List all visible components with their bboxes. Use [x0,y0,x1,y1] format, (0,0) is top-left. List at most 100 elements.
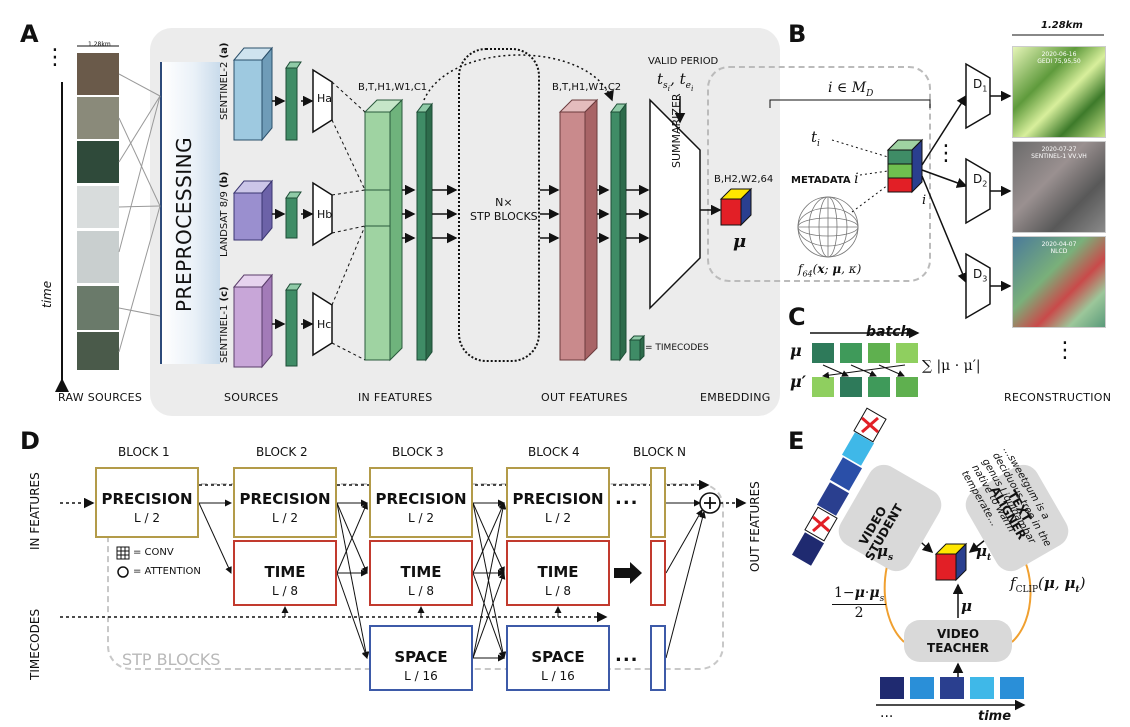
decoder-label-1: D1 [973,77,988,94]
legend-attention-icon [117,566,129,578]
source-cube-sentinel2 [232,46,274,142]
masked-frame-icon [812,407,887,533]
mu-prime-batch-squares [812,377,918,397]
block-header-3: BLOCK 3 [392,445,444,459]
raw-thumbnail-fill [77,231,119,283]
preprocessing-bar [160,62,220,364]
raw-thumbnail-fill [77,186,119,228]
raw-sources-caption: RAW SOURCES [58,391,143,404]
in-dims-label: B,T,H1,W1,C1 [358,82,428,93]
timecode-bars-small [285,61,302,367]
time-block-arrow-icon [614,562,642,584]
timecode-injection-arrows [281,606,562,617]
valid-period-label: VALID PERIOD [648,56,719,67]
teacher-input-frames [880,677,1024,699]
metadata-time-label: ti [811,128,820,149]
d-to-sum-arrows [665,499,706,659]
d-out-features-label: OUT FEATURES [748,481,762,572]
block-header-1: BLOCK 1 [118,445,170,459]
decoder-label-2: D2 [973,172,988,189]
in-to-stp-arrows [402,184,458,244]
mu-teacher-label: μ [961,597,972,615]
vertical-ellipsis-icon: ⋮ [44,45,66,70]
caption-sources: SOURCES [224,391,279,404]
panel-label-e: E [788,427,805,455]
video-teacher-box: VIDEO TEACHER [904,620,1012,662]
caption-out-features: OUT FEATURES [541,391,628,404]
ellipsis-space: ... [615,645,639,666]
in-timecode-bar [416,102,433,362]
panel-label-d: D [20,427,40,455]
source-label-landsat: LANDSAT 8/9 (b) [219,171,230,257]
timecodes-legend-icon [628,334,646,362]
panel-label-a: A [20,20,39,48]
decoder-label-3: D3 [973,267,988,284]
fclip-formula: fCLIP(μ, μt) [1010,574,1086,595]
out-dims-label: B,T,H1,W1,C2 [552,82,622,93]
summarizer-shape [649,98,701,310]
metadata-container [707,66,931,282]
embedding-cube [719,187,753,227]
sphere-icon [797,196,859,258]
e-center-cube [934,542,968,582]
metadata-to-decoder-arrows [921,94,968,284]
stp-to-out-arrows [540,184,560,244]
student-input-frames [791,432,875,566]
decoder-to-recon-arrows [990,90,1012,292]
embedding-mu-symbol: μ [733,231,747,252]
to-head-arrows [301,95,314,330]
source-arrows [272,95,286,330]
stp-blocks-label: N× STP BLOCKS [470,196,538,223]
head-label-a: Ha [317,92,333,105]
c-mu-label: μ [790,341,802,360]
decoders [965,62,991,320]
batch-label: batch [866,324,911,340]
raw-scale-label: 1.28km [88,41,111,48]
vertical-ellipsis-icon: ⋮ [935,141,957,166]
raw-thumbnail-fill [77,141,119,183]
source-cube-sentinel1 [232,273,274,369]
ellipsis-precision: ... [615,488,639,509]
e-ellipsis: ... [880,705,894,721]
precision-block-n [650,467,666,538]
raw-to-preprocess-lines [118,73,161,353]
raw-thumbnail-fill [77,332,119,370]
block-header-2: BLOCK 2 [256,445,308,459]
embedding-dims-label: B,H2,W2,64 [714,174,774,185]
raw-thumbnail-fill [77,97,119,139]
panel-label-b: B [788,20,807,48]
stp-blocks-caption: STP BLOCKS [122,650,221,669]
reconstruction-caption: RECONSTRUCTION [1004,391,1112,404]
out-features-stack [558,98,599,362]
source-label-sentinel2: SENTINEL-2 (a) [219,42,230,120]
raw-thumbnail-fill [77,53,119,95]
timecodes-legend-label: = TIMECODES [645,343,709,353]
vertical-ellipsis-icon: ⋮ [1054,338,1076,363]
legend-conv-label: = CONV [133,547,174,558]
caption-in-features: IN FEATURES [358,391,433,404]
source-cube-landsat [232,179,274,242]
d-block-connections [198,499,507,662]
e-time-label: time [978,709,1012,724]
c-formula: ∑ |μ · μ′| [922,358,981,374]
preprocessing-label: PREPROCESSING [172,136,196,312]
c-mu-prime-label: μ′ [790,372,806,391]
head-label-b: Hb [317,208,333,221]
legend-conv-icon [116,546,130,560]
d-timecodes-label: TIMECODES [28,608,42,680]
batch-shift-arrows [822,364,906,379]
legend-attention-label: = ATTENTION [133,566,201,577]
mu-s-label: μs [877,542,894,563]
metadata-bracket [769,99,931,108]
mu-t-label: μt [976,542,992,563]
source-label-sentinel1: SENTINEL-1 (c) [219,286,230,363]
